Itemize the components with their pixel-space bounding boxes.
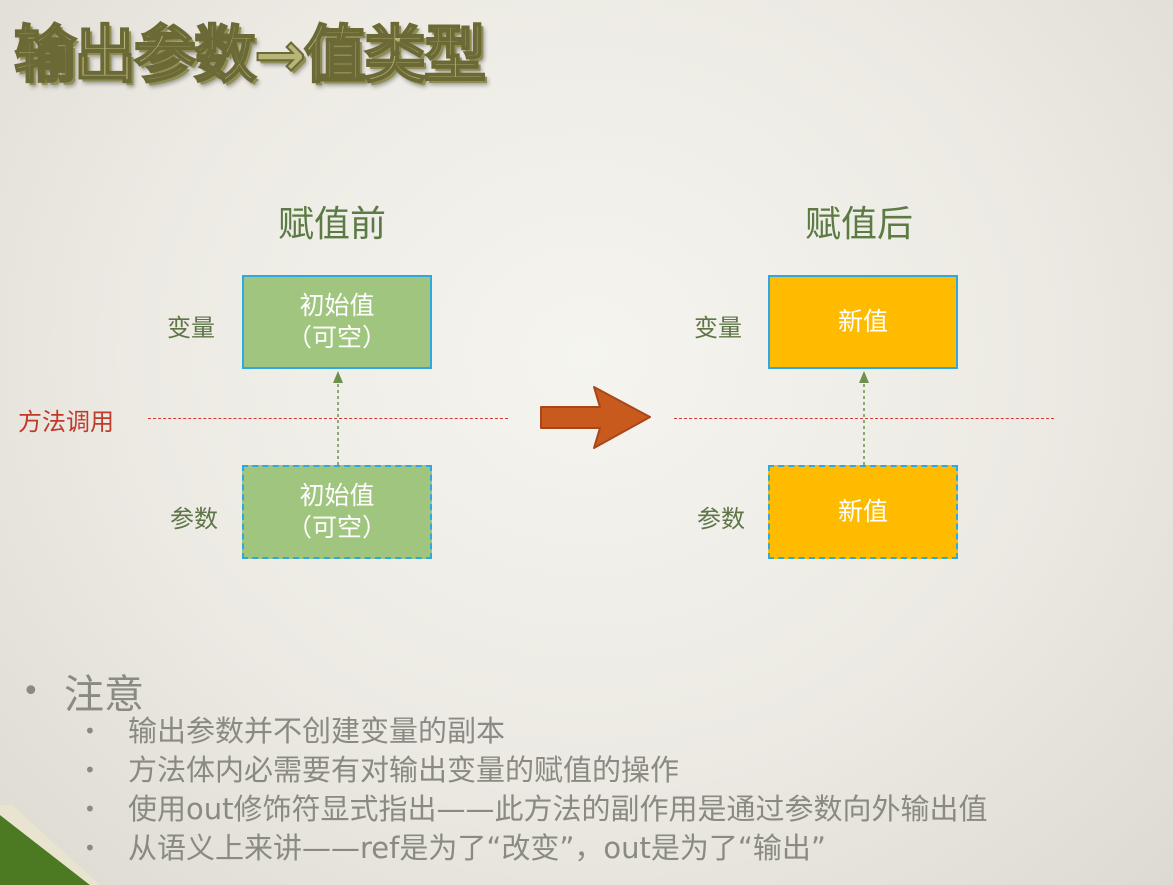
method-call-label: 方法调用 [18,408,114,436]
after-heading: 赋值后 [805,204,914,245]
notes-heading: 注意 [64,672,144,718]
bullet-icon: • [84,719,96,743]
list-item: •输出参数并不创建变量的副本 [84,712,1124,751]
notes-section: • 注意 •输出参数并不创建变量的副本 •方法体内必需要有对输出变量的赋值的操作… [22,662,988,865]
before-param-label: 参数 [170,505,218,533]
before-param-nullable: （可空） [286,513,387,542]
bullet-icon: • [22,673,40,709]
call-divider-right [674,418,1054,419]
before-param-box: 初始值 （可空） [242,465,432,559]
after-variable-label: 变量 [694,314,742,342]
bullet-icon: • [84,758,96,782]
list-item: •方法体内必需要有对输出变量的赋值的操作 [84,751,1124,790]
slide-title: 输出参数→值类型 [13,17,487,92]
notes-heading-item: • 注意 [22,662,144,720]
transition-arrow-icon [540,386,651,449]
before-heading: 赋值前 [278,204,387,245]
after-param-box: 新值 [768,465,958,559]
before-param-value: 初始值 [299,481,375,510]
list-item: •从语义上来讲——ref是为了“改变”，out是为了“输出” [84,829,1124,868]
bullet-icon: • [84,836,96,860]
before-variable-label: 变量 [167,314,215,342]
after-param-value: 新值 [837,497,888,526]
notes-list: •输出参数并不创建变量的副本 •方法体内必需要有对输出变量的赋值的操作 •使用o… [84,712,1124,868]
call-divider-left [148,418,508,419]
bullet-icon: • [84,797,96,821]
before-variable-nullable: （可空） [286,323,387,352]
before-variable-box: 初始值 （可空） [242,275,432,369]
after-variable-box: 新值 [768,275,958,369]
before-variable-value: 初始值 [299,291,375,320]
corner-decoration [0,805,100,885]
after-variable-value: 新值 [837,307,888,336]
list-item: •使用out修饰符显式指出——此方法的副作用是通过参数向外输出值 [84,790,1124,829]
after-param-label: 参数 [697,505,745,533]
